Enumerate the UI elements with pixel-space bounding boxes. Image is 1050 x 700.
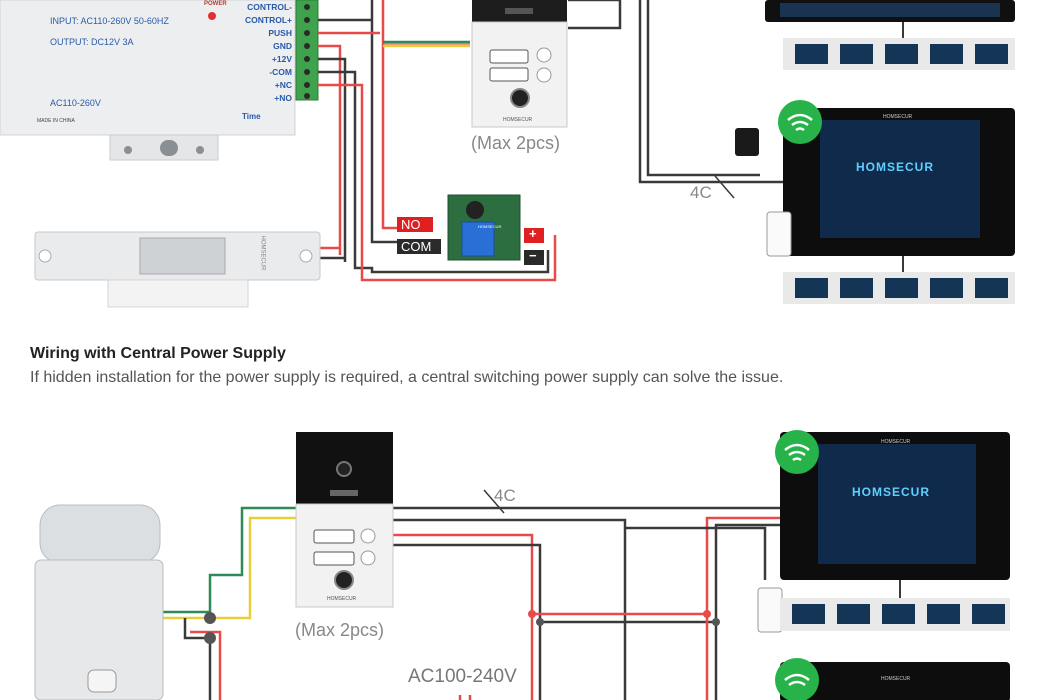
- outdoor-brand-bottom: HOMSECUR: [327, 596, 357, 602]
- terminal-label: +NO: [274, 93, 292, 103]
- power-led-label: POWER: [204, 1, 227, 7]
- cable-label-bottom: 4C: [494, 486, 516, 505]
- monitor-small-brand-bottom: HOMSECUR: [881, 439, 911, 445]
- monitor-small-brand-top: HOMSECUR: [883, 114, 913, 120]
- section-title: Wiring with Central Power Supply: [30, 345, 286, 362]
- central-power-voltage: AC100-240V: [408, 666, 517, 687]
- power-input-text: INPUT: AC110-260V 50-60HZ: [50, 16, 169, 26]
- max-pcs-top: (Max 2pcs): [471, 133, 561, 153]
- terminal-label: +NC: [274, 80, 292, 90]
- terminal-label: GND: [273, 41, 292, 51]
- relay-no-label: NO: [401, 217, 421, 232]
- terminal-label: +12V: [271, 54, 292, 64]
- monitor-brand-top: HOMSECUR: [856, 160, 935, 174]
- monitor-brand-bottom: HOMSECUR: [852, 485, 931, 499]
- strike-brand: HOMSECUR: [259, 235, 266, 271]
- camera-icon: [510, 88, 530, 108]
- made-in-text: MADE IN CHINA: [37, 118, 75, 124]
- terminal-block: [295, 0, 319, 101]
- relay-com-label: COM: [401, 239, 432, 254]
- outdoor-unit-top: [471, 0, 568, 128]
- relay-plus-label: +: [529, 226, 537, 241]
- power-model-text: AC110-260V: [50, 98, 101, 108]
- outdoor-brand-top: HOMSECUR: [503, 117, 533, 123]
- monitor-top: [735, 100, 1015, 304]
- electric-lock: [34, 504, 164, 700]
- relay-minus-label: −: [529, 248, 537, 263]
- terminal-labels: CONTROL- CONTROL+ PUSH GND +12V -COM +NC…: [236, 1, 292, 105]
- power-led-icon: [208, 12, 216, 20]
- strike-lock: [34, 231, 321, 308]
- power-output-text: OUTPUT: DC12V 3A: [50, 37, 134, 47]
- terminal-label: CONTROL+: [245, 15, 292, 25]
- outdoor-unit-bottom: [295, 432, 394, 608]
- terminal-label: PUSH: [268, 28, 292, 38]
- terminal-label: CONTROL-: [247, 2, 292, 12]
- relay-brand: HOMSECUR: [478, 224, 502, 229]
- monitor-top-partial: [765, 0, 1015, 70]
- power-supply-unit: [0, 0, 319, 161]
- relay-module: [397, 194, 544, 265]
- cable-label-top: 4C: [690, 183, 712, 202]
- monitor-bottom: [757, 430, 1010, 700]
- time-label: Time: [242, 112, 261, 121]
- section-description: If hidden installation for the power sup…: [30, 369, 784, 386]
- monitor-small-brand-bottom2: HOMSECUR: [881, 676, 911, 682]
- terminal-label: -COM: [269, 67, 292, 77]
- max-pcs-bottom: (Max 2pcs): [295, 620, 385, 640]
